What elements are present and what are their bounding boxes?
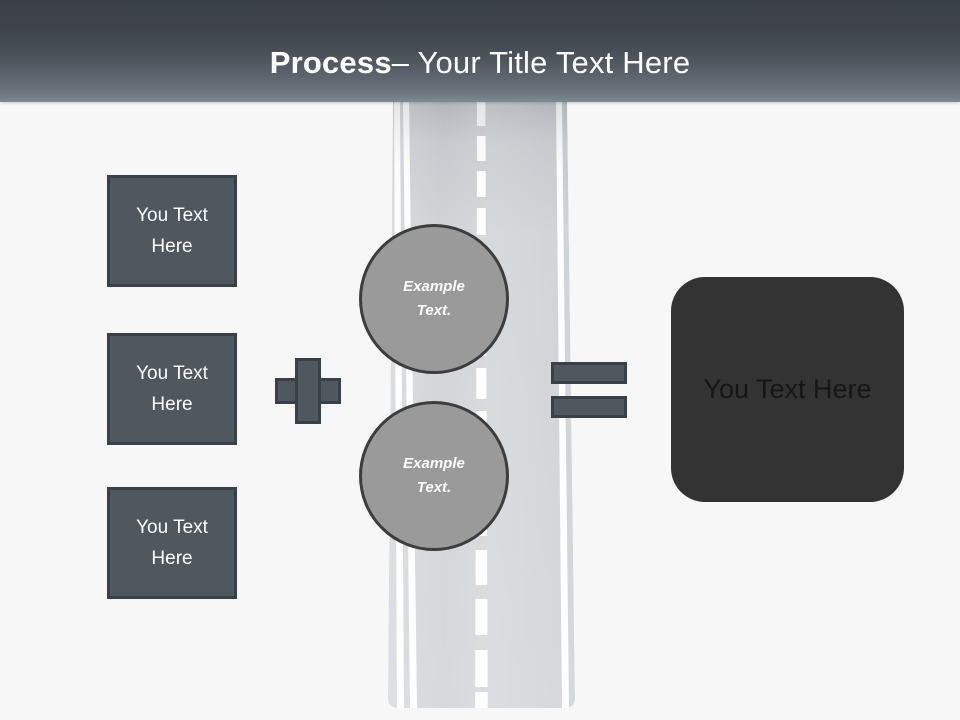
input-box-1[interactable]: You Text Here: [107, 175, 237, 287]
process-circle-1[interactable]: Example Text.: [359, 224, 509, 374]
input-box-1-line-2: Here: [151, 236, 193, 257]
input-box-2[interactable]: You Text Here: [107, 333, 237, 445]
page-title: Process – Your Title Text Here: [0, 0, 960, 102]
equals-top-bar: [551, 362, 627, 384]
equals-operator-icon: [551, 362, 627, 418]
input-box-3-text: You Text Here: [136, 512, 208, 575]
input-box-3[interactable]: You Text Here: [107, 487, 237, 599]
input-box-2-text: You Text Here: [136, 358, 208, 421]
page-title-rest-part: – Your Title Text Here: [391, 45, 691, 80]
process-circle-1-line-2: Text.: [416, 302, 452, 319]
input-box-2-line-1: You Text: [136, 362, 208, 384]
result-box-label: You Text Here: [703, 374, 872, 404]
process-circle-2-line-2: Text.: [416, 479, 452, 496]
input-box-3-line-2: Here: [151, 548, 193, 569]
process-circle-2[interactable]: Example Text.: [359, 401, 509, 551]
process-circle-1-line-1: Example: [403, 278, 465, 295]
plus-operator-icon: [275, 358, 341, 424]
result-box[interactable]: You Text Here: [671, 277, 904, 502]
input-box-1-line-1: You Text: [136, 204, 208, 226]
title-bar: Process – Your Title Text Here: [0, 0, 960, 102]
input-box-2-line-2: Here: [151, 394, 193, 415]
page-title-bold-part: Process: [269, 45, 392, 80]
plus-center-fill: [298, 381, 318, 401]
equals-bottom-bar: [551, 396, 627, 418]
process-circle-2-line-1: Example: [403, 455, 465, 472]
input-box-3-line-1: You Text: [136, 516, 208, 538]
input-box-1-text: You Text Here: [136, 200, 208, 263]
